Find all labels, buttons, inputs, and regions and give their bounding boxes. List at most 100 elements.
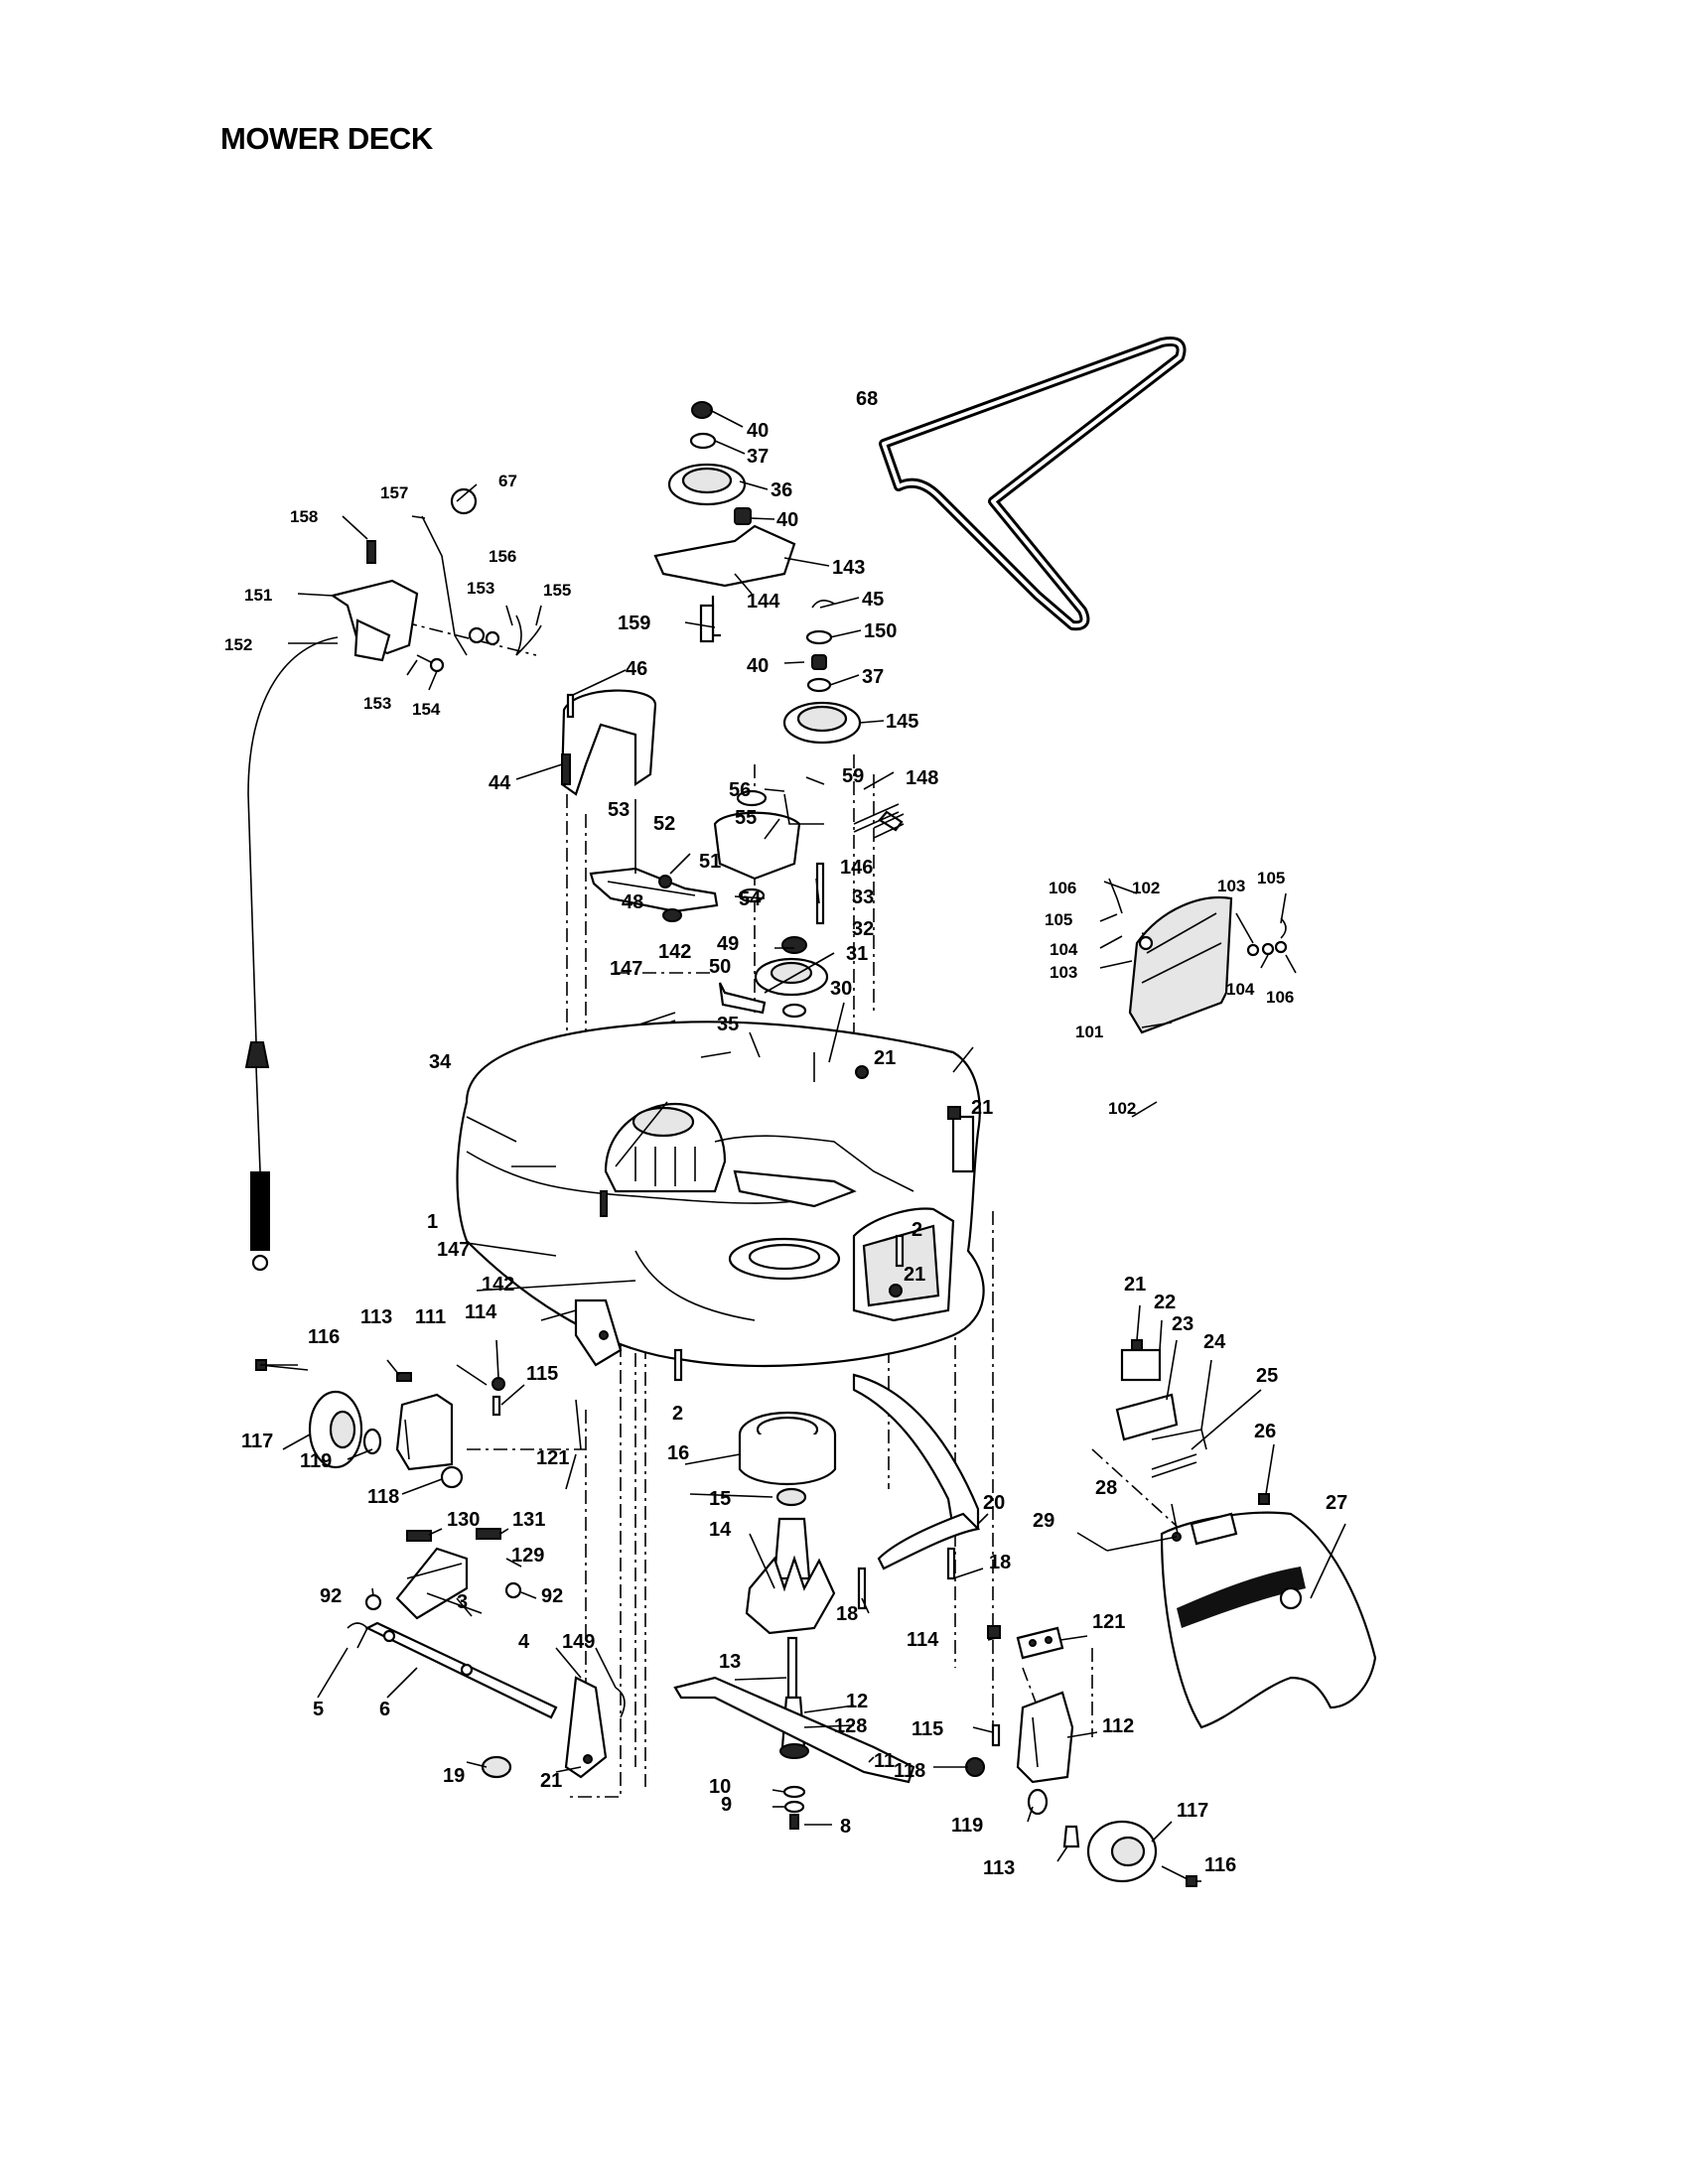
callout-101: 101 [1075, 1023, 1103, 1041]
callout-24: 24 [1203, 1331, 1226, 1353]
callout-111: 111 [415, 1306, 446, 1328]
v-belt [879, 337, 1187, 631]
callout-21: 21 [1124, 1274, 1146, 1296]
callout-48: 48 [622, 891, 643, 913]
callout-56: 56 [729, 779, 751, 801]
callout-155: 155 [543, 581, 571, 600]
callout-50: 50 [709, 956, 731, 978]
callout-119: 119 [951, 1815, 983, 1837]
callout-92: 92 [541, 1585, 563, 1607]
callout-119: 119 [300, 1450, 332, 1472]
callout-12: 12 [846, 1691, 868, 1712]
callout-30: 30 [830, 978, 852, 1000]
callout-54: 54 [739, 888, 762, 910]
callout-37: 37 [862, 666, 884, 688]
deck-housing [456, 1021, 985, 1368]
callout-4: 4 [518, 1631, 530, 1653]
callout-149: 149 [562, 1631, 595, 1653]
callout-40: 40 [776, 509, 798, 531]
callout-21: 21 [540, 1770, 562, 1792]
callout-8: 8 [840, 1816, 851, 1838]
callout-144: 144 [747, 591, 780, 613]
callout-53: 53 [608, 799, 630, 821]
callout-159: 159 [618, 613, 650, 634]
callout-150: 150 [864, 620, 897, 642]
callout-44: 44 [489, 772, 511, 794]
idler-pulley-assembly [653, 401, 796, 643]
callout-92: 92 [320, 1585, 342, 1607]
callout-143: 143 [832, 557, 865, 579]
callout-19: 19 [443, 1765, 465, 1787]
callout-115: 115 [912, 1718, 943, 1740]
callout-148: 148 [906, 767, 938, 789]
callout-106: 106 [1266, 988, 1294, 1007]
callout-128: 128 [834, 1715, 867, 1737]
callout-142: 142 [482, 1274, 514, 1296]
leader-lines [260, 409, 1346, 1882]
callout-102: 102 [1132, 879, 1160, 897]
callout-153: 153 [467, 579, 494, 598]
callout-36: 36 [771, 479, 792, 501]
callout-18: 18 [989, 1552, 1011, 1573]
callout-37: 37 [747, 446, 769, 468]
callout-49: 49 [717, 933, 739, 955]
callout-146: 146 [840, 857, 873, 879]
callout-14: 14 [709, 1519, 732, 1541]
callout-35: 35 [717, 1014, 739, 1035]
front-link-arm [852, 1373, 981, 1610]
callout-147: 147 [437, 1239, 470, 1261]
callout-26: 26 [1254, 1421, 1276, 1442]
callout-21: 21 [971, 1097, 993, 1119]
center-pulley-stack [713, 600, 905, 1074]
callout-102: 102 [1108, 1099, 1136, 1118]
callout-5: 5 [313, 1699, 324, 1720]
callout-2: 2 [672, 1403, 683, 1425]
callout-3: 3 [457, 1591, 468, 1613]
rear-hanger-bracket [1115, 1339, 1207, 1478]
callout-112: 112 [1102, 1715, 1134, 1737]
callout-9: 9 [721, 1794, 732, 1816]
callout-67: 67 [498, 472, 517, 490]
callout-151: 151 [244, 586, 272, 605]
callout-18: 18 [836, 1603, 858, 1625]
callout-23: 23 [1172, 1313, 1193, 1335]
callout-103: 103 [1217, 877, 1245, 895]
callout-68: 68 [856, 388, 878, 410]
page-title: MOWER DECK [220, 121, 433, 156]
callout-131: 131 [512, 1509, 545, 1531]
callout-46: 46 [626, 658, 647, 680]
callout-104: 104 [1226, 980, 1255, 999]
callout-154: 154 [412, 700, 441, 719]
mower-blade [673, 1676, 915, 1830]
idler-arm [589, 867, 719, 922]
callout-40: 40 [747, 420, 769, 442]
misc-hardware [600, 982, 961, 1382]
callout-121: 121 [1092, 1611, 1125, 1633]
callout-21: 21 [904, 1264, 925, 1286]
callout-113: 113 [360, 1306, 392, 1328]
callout-105: 105 [1045, 910, 1072, 929]
callout-130: 130 [447, 1509, 480, 1531]
callout-2: 2 [912, 1219, 922, 1241]
callout-55: 55 [735, 807, 757, 829]
callout-29: 29 [1033, 1510, 1054, 1532]
callout-40: 40 [747, 655, 769, 677]
callout-114: 114 [465, 1301, 497, 1323]
callout-10: 10 [709, 1776, 731, 1798]
callout-11: 11 [874, 1750, 895, 1772]
callout-113: 113 [983, 1857, 1015, 1879]
callout-115: 115 [526, 1363, 558, 1385]
callout-114: 114 [907, 1629, 939, 1651]
callout-104: 104 [1050, 940, 1078, 959]
callout-1: 1 [427, 1211, 438, 1233]
callout-117: 117 [1177, 1800, 1208, 1822]
callout-121: 121 [536, 1447, 569, 1469]
callout-25: 25 [1256, 1365, 1278, 1387]
front-lift-link-assembly [347, 1528, 626, 1779]
callout-6: 6 [379, 1699, 390, 1720]
callout-106: 106 [1049, 879, 1076, 897]
callout-59: 59 [842, 765, 864, 787]
callout-15: 15 [709, 1488, 731, 1510]
callout-158: 158 [290, 507, 318, 526]
